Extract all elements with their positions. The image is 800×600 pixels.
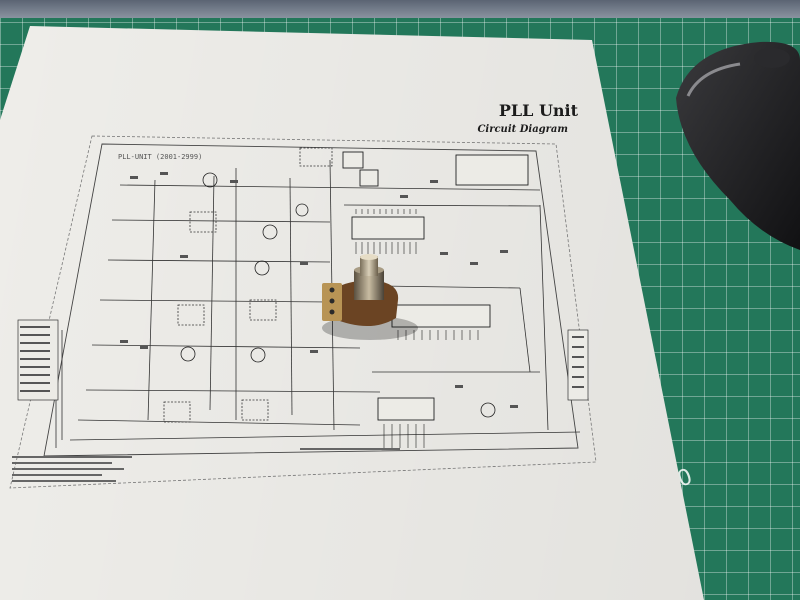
regulator xyxy=(342,151,364,169)
knob-shaft xyxy=(360,256,378,276)
components xyxy=(120,172,518,408)
sub-modules xyxy=(163,147,333,423)
ic-chip xyxy=(351,216,425,240)
ic-pins xyxy=(355,209,479,448)
diagram-frame xyxy=(43,143,579,457)
notes-block xyxy=(12,448,400,482)
schematic-label: PLL-UNIT (2001-2999) xyxy=(118,153,202,161)
mouse-body xyxy=(676,41,800,251)
lug-hole xyxy=(329,287,335,293)
page-subtitle: Circuit Diagram xyxy=(477,124,568,135)
ic-chip xyxy=(377,397,435,421)
scroll-wheel-icon xyxy=(754,48,790,68)
desk-edge xyxy=(0,0,800,18)
knob-shaft-top xyxy=(360,254,378,260)
edge-connector-pins xyxy=(20,326,584,392)
wiring xyxy=(55,159,581,448)
transistors xyxy=(180,172,496,418)
lug-hole xyxy=(329,309,335,315)
regulator xyxy=(359,169,379,187)
mouse-highlight xyxy=(686,62,741,97)
page-title: PLL Unit xyxy=(498,101,578,120)
lug-hole xyxy=(329,298,335,304)
connector-block xyxy=(455,154,529,186)
